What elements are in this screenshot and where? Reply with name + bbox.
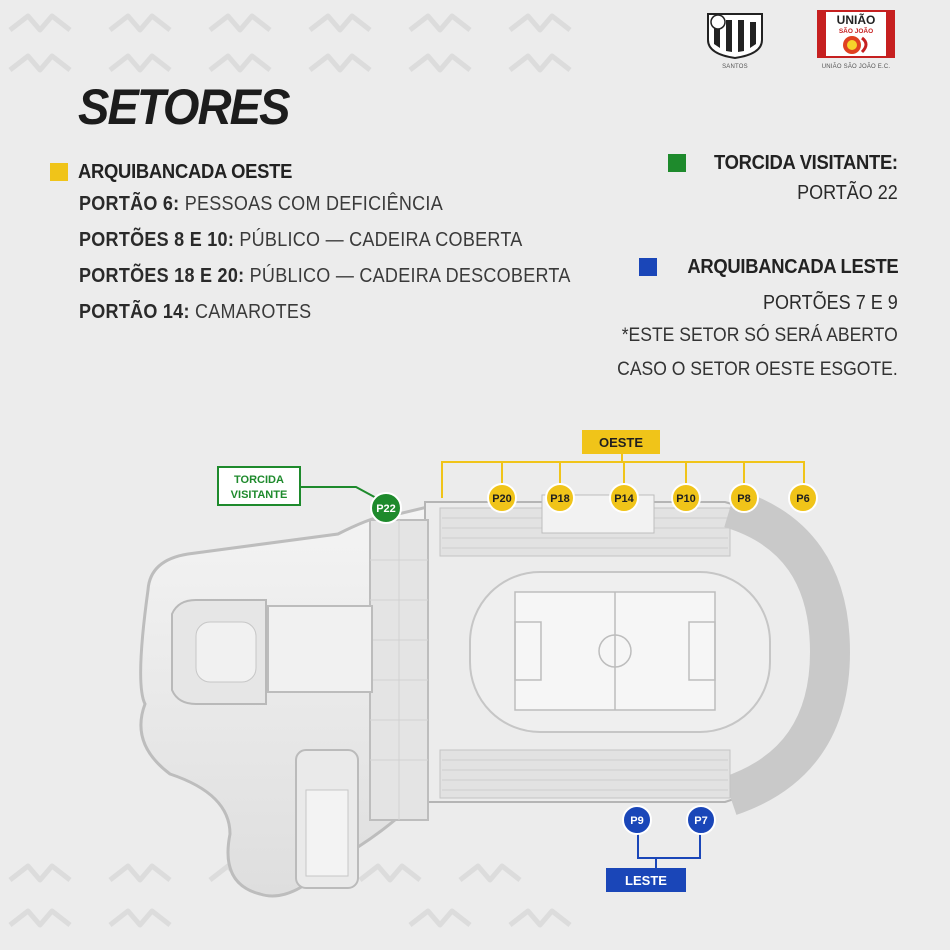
west-gate-label: PORTÕES 18 E 20: <box>79 265 245 287</box>
gate-label: P10 <box>676 493 696 505</box>
gate-label: P8 <box>737 493 750 505</box>
west-gate-line: PORTÃO 6: PESSOAS COM DEFICIÊNCIA <box>79 186 571 222</box>
gate-marker-visitors: P22 <box>370 492 402 524</box>
gate-marker: P10 <box>671 483 701 513</box>
east-gates-bracket <box>637 832 701 868</box>
legend-east-heading-row: ARQUIBANCADA LESTE <box>586 252 898 282</box>
gate-label: P22 <box>376 503 396 515</box>
gate-label: P6 <box>796 493 809 505</box>
west-gate-label: PORTÃO 6: <box>79 193 180 215</box>
legend-visitors: TORCIDA VISITANTE: PORTÃO 22 <box>668 148 898 208</box>
gate-marker: P8 <box>729 483 759 513</box>
page-title: SETORES <box>78 79 290 135</box>
legend-visitors-heading: TORCIDA VISITANTE: <box>714 151 898 174</box>
visitor-tag-line-1: TORCIDA <box>234 474 284 486</box>
gate-marker: P20 <box>487 483 517 513</box>
west-gate-value: PÚBLICO — CADEIRA COBERTA <box>234 229 523 251</box>
legend-west-stand: ARQUIBANCADA OESTE PORTÃO 6: PESSOAS COM… <box>50 158 625 330</box>
west-gate-line: PORTÃO 14: CAMAROTES <box>79 294 571 330</box>
legend-west-heading: ARQUIBANCADA OESTE <box>78 160 293 183</box>
legend-east-gates: PORTÕES 7 E 9 <box>763 292 898 314</box>
gate-marker: P7 <box>686 805 716 835</box>
visitor-tag-line-2: VISITANTE <box>231 489 288 501</box>
santos-crest-icon <box>707 13 763 60</box>
legend-visitors-heading-row: TORCIDA VISITANTE: <box>668 148 898 178</box>
gate-label: P20 <box>492 493 512 505</box>
uniao-logo-text-2: SÃO JOÃO <box>839 26 873 35</box>
legend-west-heading-row: ARQUIBANCADA OESTE <box>50 158 625 186</box>
west-gate-value: CAMAROTES <box>189 301 312 323</box>
west-tag-label: OESTE <box>599 435 643 450</box>
east-stand <box>439 749 731 799</box>
legend-east-heading: ARQUIBANCADA LESTE <box>686 255 898 278</box>
west-gate-line: PORTÕES 18 E 20: PÚBLICO — CADEIRA DESCO… <box>79 258 571 294</box>
west-tag: OESTE <box>582 430 660 454</box>
santos-caption: SANTOS <box>722 64 748 70</box>
gym-building <box>267 605 373 693</box>
gate-label: P14 <box>614 493 634 505</box>
west-gate-value: PESSOAS COM DEFICIÊNCIA <box>179 193 443 215</box>
gate-label: P18 <box>550 493 570 505</box>
visitor-tag: TORCIDA VISITANTE <box>217 466 301 506</box>
curved-stand <box>723 488 851 815</box>
west-gate-label: PORTÃO 14: <box>79 301 190 323</box>
legend-east-stand: ARQUIBANCADA LESTE PORTÕES 7 E 9 *ESTE S… <box>586 252 898 386</box>
west-gate-label: PORTÕES 8 E 10: <box>79 229 235 251</box>
east-stand-rows <box>442 759 728 791</box>
gate-marker: P9 <box>622 805 652 835</box>
stadium-map: OESTE P20 P18 P14 P10 P8 P6 <box>139 430 851 898</box>
west-gate-line: PORTÕES 8 E 10: PÚBLICO — CADEIRA COBERT… <box>79 222 571 258</box>
green-swatch-icon <box>668 154 687 172</box>
legend-east-note-2: CASO O SETOR OESTE ESGOTE. <box>617 358 898 380</box>
west-gate-value: PÚBLICO — CADEIRA DESCOBERTA <box>244 265 571 287</box>
santos-logo: SANTOS <box>680 10 790 70</box>
west-gates-bracket <box>441 452 805 498</box>
uniao-caption: UNIÃO SÃO JOÃO E.C. <box>821 64 891 70</box>
uniao-logo-text-1: UNIÃO <box>837 12 876 27</box>
legend-east-note-1: *ESTE SETOR SÓ SERÁ ABERTO <box>621 324 898 346</box>
gate-label: P9 <box>630 815 643 827</box>
gate-marker: P6 <box>788 483 818 513</box>
yellow-swatch-icon <box>50 163 68 181</box>
uniao-crest-icon: UNIÃO SÃO JOÃO <box>817 10 895 58</box>
uniao-sao-joao-logo: UNIÃO SÃO JOÃO UNIÃO SÃO JOÃO E.C. <box>804 10 908 70</box>
gate-label: P7 <box>694 815 707 827</box>
blue-swatch-icon <box>638 258 657 276</box>
gate-marker: P18 <box>545 483 575 513</box>
east-tag-label: LESTE <box>625 873 667 888</box>
east-tag: LESTE <box>606 868 686 892</box>
gate-marker: P14 <box>609 483 639 513</box>
club-logos: SANTOS UNIÃO SÃO JOÃO UNIÃO SÃO JOÃO E.C… <box>680 10 930 70</box>
legend-visitors-gate: PORTÃO 22 <box>797 182 898 204</box>
